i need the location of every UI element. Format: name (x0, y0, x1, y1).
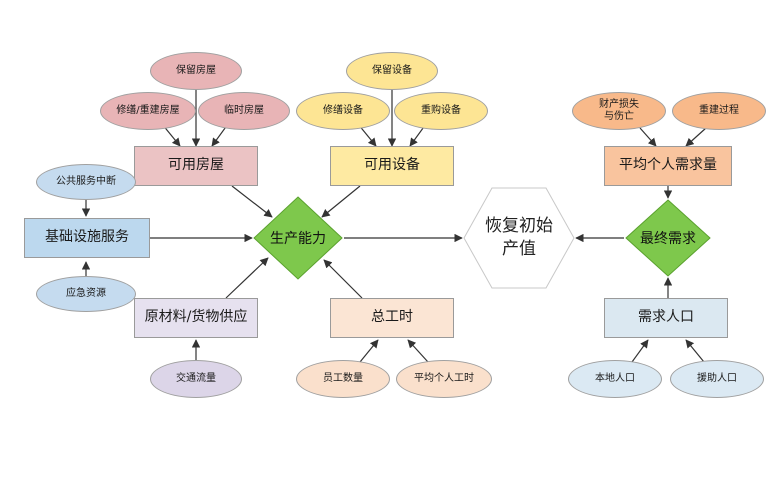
arrow-worktime-to-capacity (323, 259, 363, 299)
materials-supply-box: 原材料/货物供应 (134, 298, 258, 338)
arrow-rebuild-to-percapita (685, 127, 707, 147)
arrow-materials-to-capacity (225, 257, 269, 299)
available-equipment-box: 可用设备 (330, 146, 454, 186)
local-population-ellipse: 本地人口 (568, 360, 662, 398)
loss-casualty-ellipse: 财产损失 与伤亡 (572, 92, 666, 130)
arrow-local-pop (631, 339, 649, 363)
keep-equipment-ellipse: 保留设备 (346, 52, 438, 90)
demand-population-box: 需求人口 (604, 298, 728, 338)
arrow-employee-count (359, 339, 379, 363)
arrow-avg-hours (407, 339, 429, 363)
traffic-flow-ellipse: 交通流量 (150, 360, 242, 398)
employee-count-ellipse: 员工数量 (296, 360, 390, 398)
production-capacity-label: 生产能力 (270, 231, 326, 247)
final-demand-diamond (625, 199, 711, 277)
arrow-housing-to-capacity (231, 185, 273, 218)
emergency-resource-ellipse: 应急资源 (36, 276, 136, 312)
temp-housing-ellipse: 临时房屋 (198, 92, 290, 130)
total-worktime-box: 总工时 (330, 298, 454, 338)
rebuild-process-ellipse: 重建过程 (672, 92, 766, 130)
restore-output-hexagon (463, 187, 575, 289)
service-interrupt-ellipse: 公共服务中断 (36, 164, 136, 200)
repair-equipment-ellipse: 修缮设备 (296, 92, 390, 130)
production-capacity-diamond (253, 196, 343, 280)
infrastructure-box: 基础设施服务 (24, 218, 150, 258)
arrow-loss-to-percapita (639, 127, 657, 147)
rebuy-equipment-ellipse: 重购设备 (394, 92, 488, 130)
available-housing-box: 可用房屋 (134, 146, 258, 186)
keep-housing-ellipse: 保留房屋 (150, 52, 242, 90)
avg-hours-ellipse: 平均个人工时 (396, 360, 492, 398)
per-capita-demand-box: 平均个人需求量 (604, 146, 732, 186)
arrow-aid-pop (685, 339, 705, 363)
restore-output-label: 恢复初始 产值 (485, 216, 553, 259)
arrow-equipment-to-capacity (321, 185, 361, 218)
repair-housing-ellipse: 修缮/重建房屋 (100, 92, 196, 130)
final-demand-label: 最终需求 (640, 231, 696, 247)
aid-population-ellipse: 援助人口 (670, 360, 764, 398)
